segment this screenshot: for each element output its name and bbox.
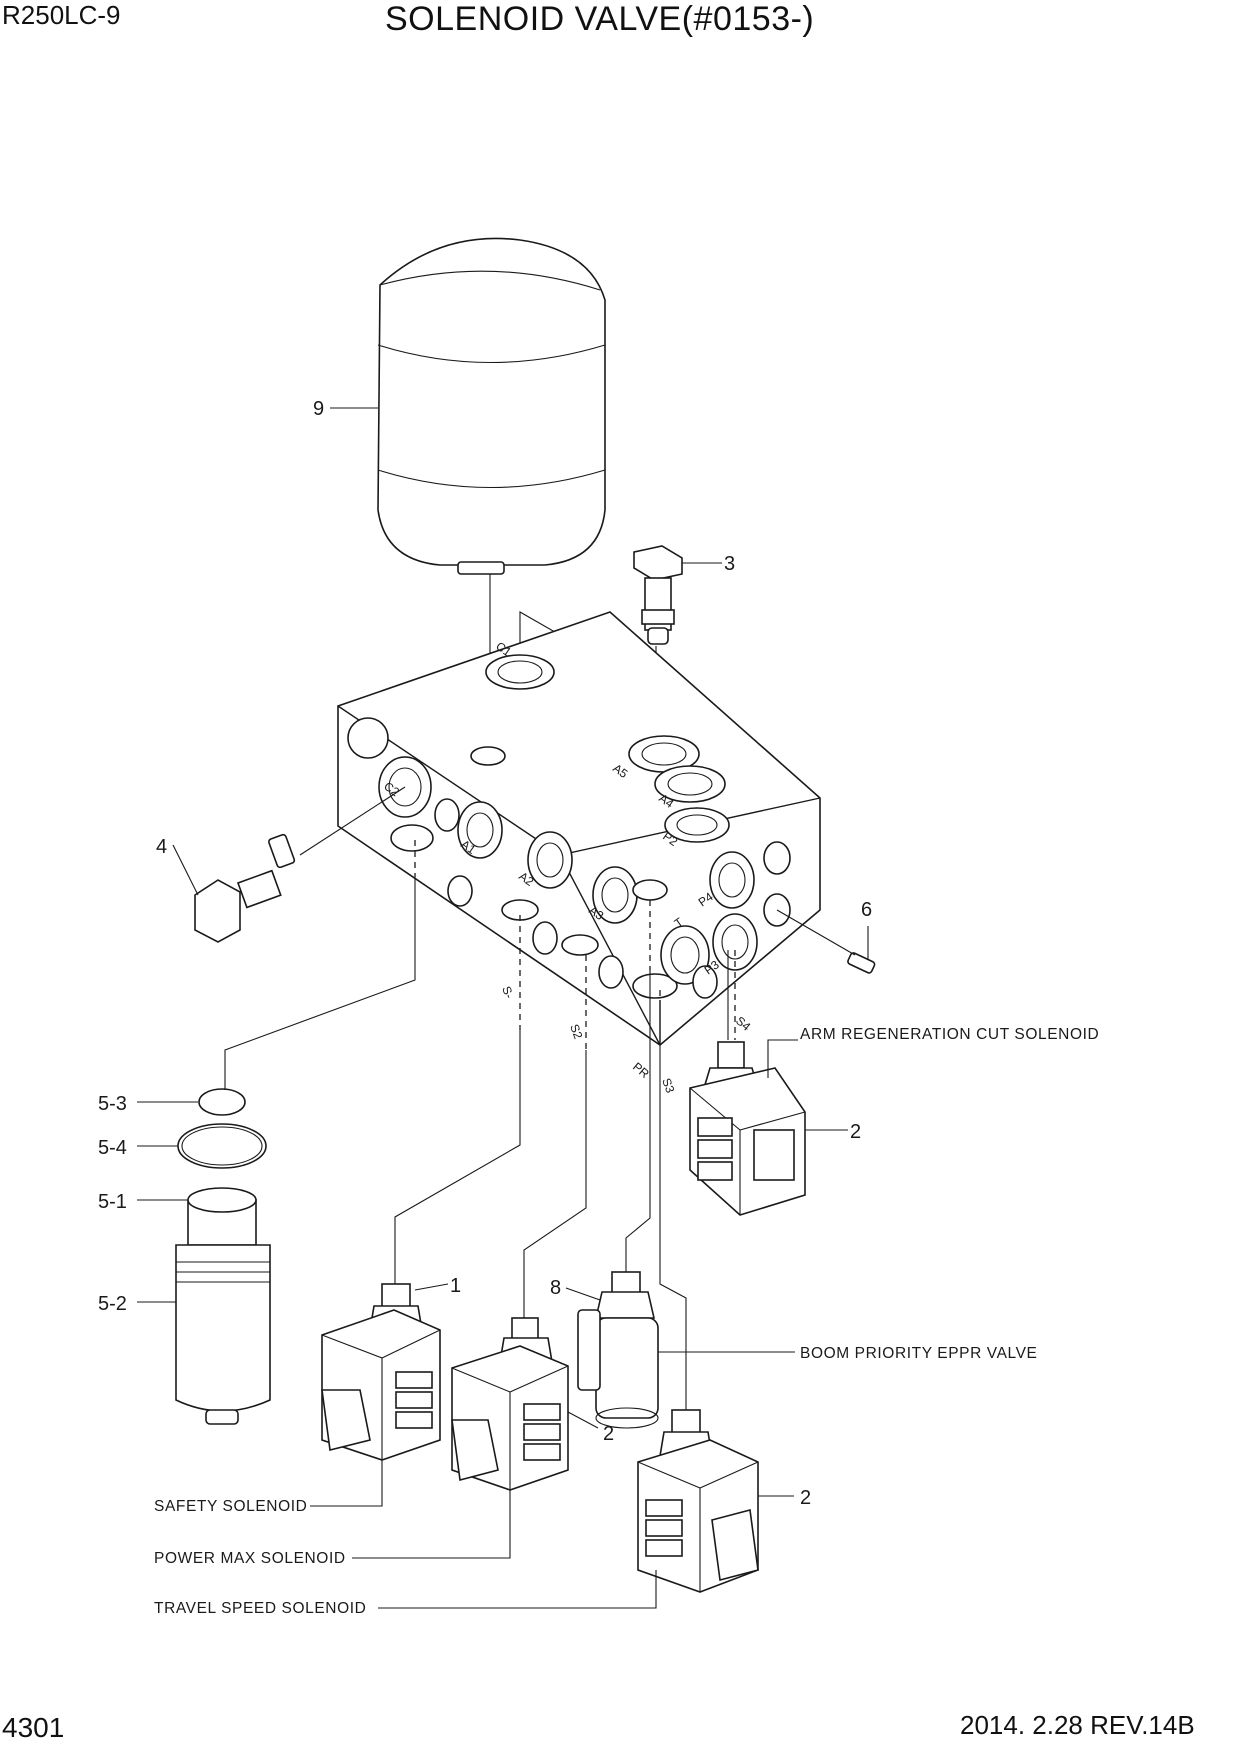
label-power-max-solenoid: POWER MAX SOLENOID [154, 1550, 346, 1567]
label-travel-speed-solenoid: TRAVEL SPEED SOLENOID [154, 1600, 366, 1617]
callout-2-power: 2 [603, 1423, 614, 1445]
page-title: SOLENOID VALVE(#0153-) [385, 0, 815, 38]
filter-assembly[interactable] [175, 877, 416, 1425]
valve-manifold-block[interactable] [337, 611, 821, 1047]
callout-1: 1 [450, 1275, 461, 1297]
callout-6: 6 [861, 899, 872, 921]
port-label-s3: S3 [659, 1076, 677, 1095]
page-number: 4301 [2, 1712, 65, 1743]
arm-regeneration-solenoid[interactable] [689, 950, 848, 1216]
callout-8: 8 [550, 1277, 561, 1299]
oring-5-4 [177, 1123, 267, 1169]
callout-5-4: 5-4 [98, 1137, 127, 1159]
label-safety-solenoid: SAFETY SOLENOID [154, 1498, 307, 1515]
accumulator-part[interactable] [377, 237, 606, 760]
plug-part-4[interactable] [194, 786, 406, 943]
model-number: R250LC-9 [2, 0, 121, 30]
port-label-s4: S4 [733, 1014, 753, 1034]
plug-part-3[interactable] [519, 545, 722, 691]
callout-4: 4 [156, 836, 167, 858]
oring-5-3 [198, 1088, 246, 1116]
boom-priority-eppr-valve[interactable] [565, 970, 795, 1429]
plug-part-6[interactable] [776, 909, 876, 974]
hidden-connection-lines [414, 840, 736, 1050]
port-label-s2: S2 [567, 1022, 585, 1041]
revision-date: 2014. 2.28 REV.14B [960, 1710, 1195, 1740]
power-max-solenoid[interactable] [451, 1050, 599, 1491]
travel-speed-solenoid[interactable] [637, 1000, 794, 1593]
callout-9: 9 [313, 398, 324, 420]
callout-2-arm: 2 [850, 1121, 861, 1143]
callout-5-2: 5-2 [98, 1293, 127, 1315]
label-boom-priority: BOOM PRIORITY EPPR VALVE [800, 1345, 1038, 1362]
port-label-s-minus: S- [499, 984, 516, 1000]
label-arm-regeneration: ARM REGENERATION CUT SOLENOID [800, 1026, 1099, 1043]
callout-3: 3 [724, 553, 735, 575]
port-label-pr: PR [630, 1060, 652, 1082]
callout-2-travel: 2 [800, 1487, 811, 1509]
callout-5-1: 5-1 [98, 1191, 127, 1213]
callout-5-3: 5-3 [98, 1093, 127, 1115]
leader-lines [137, 407, 657, 1609]
safety-solenoid[interactable] [321, 1030, 521, 1461]
